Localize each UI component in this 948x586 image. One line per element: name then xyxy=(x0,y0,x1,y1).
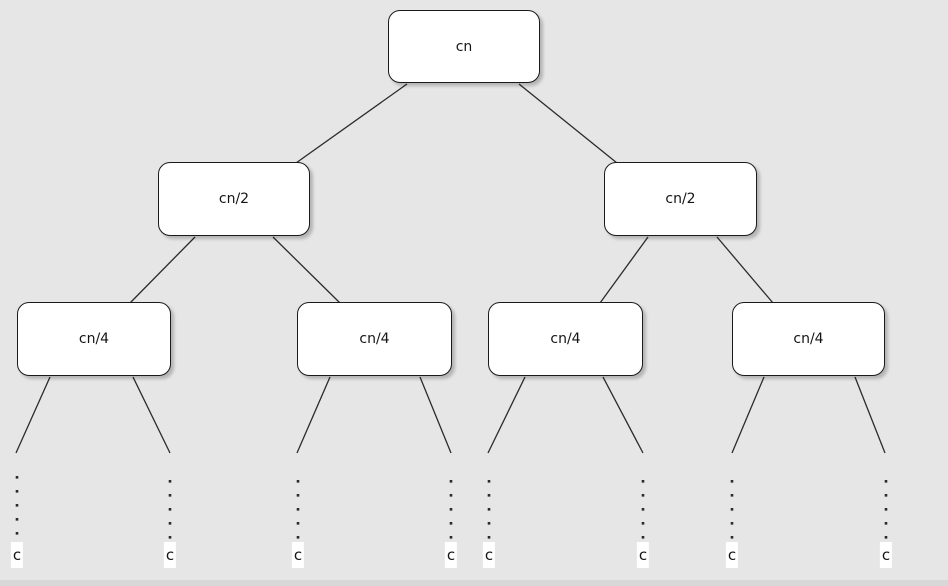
edge-l2b-right xyxy=(419,376,452,454)
leaf-label-8: c xyxy=(879,542,893,568)
edge-l1a-right xyxy=(272,236,341,304)
edge-l2c-left xyxy=(487,376,526,454)
edge-l2a-left xyxy=(15,376,51,454)
horizontal-scrollbar-track[interactable] xyxy=(0,580,948,586)
tree-node-level2-1: cn/4 xyxy=(17,302,171,376)
edge-l1b-left xyxy=(599,236,649,304)
leaf-label-7: c xyxy=(725,542,739,568)
tree-node-level2-3-label: cn/4 xyxy=(550,331,581,347)
tree-node-level2-4-label: cn/4 xyxy=(793,331,824,347)
edge-l2a-right xyxy=(132,376,171,454)
tree-node-level2-1-label: cn/4 xyxy=(78,331,110,347)
tree-node-root: cn xyxy=(388,10,540,83)
tree-node-level2-2: cn/4 xyxy=(297,302,452,376)
edge-root-right xyxy=(518,83,618,164)
tree-node-level1-right: cn/2 xyxy=(604,162,757,236)
edge-l2d-left xyxy=(731,376,765,454)
leaf-label-1: c xyxy=(10,542,24,568)
tree-node-level1-left: cn/2 xyxy=(158,162,310,236)
leaf-label-2: c xyxy=(163,542,177,568)
leaf-label-4: c xyxy=(444,542,458,568)
tree-node-level2-4: cn/4 xyxy=(732,302,885,376)
edge-l2d-right xyxy=(854,376,886,454)
tree-node-level1-right-label: cn/2 xyxy=(665,191,696,207)
tree-node-level2-3: cn/4 xyxy=(488,302,643,376)
tree-node-level1-left-label: cn/2 xyxy=(218,191,250,207)
leaf-label-3: c xyxy=(291,542,305,568)
edge-l2c-right xyxy=(602,376,644,454)
leaf-label-6: c xyxy=(636,542,650,568)
tree-node-root-label: cn xyxy=(455,38,473,55)
edge-l1a-left xyxy=(129,236,196,304)
edge-l2b-left xyxy=(296,376,331,454)
tree-node-level2-2-label: cn/4 xyxy=(359,331,390,347)
leaf-label-5: c xyxy=(482,542,496,568)
edge-root-left xyxy=(295,83,408,164)
edge-l1b-right xyxy=(716,236,774,304)
